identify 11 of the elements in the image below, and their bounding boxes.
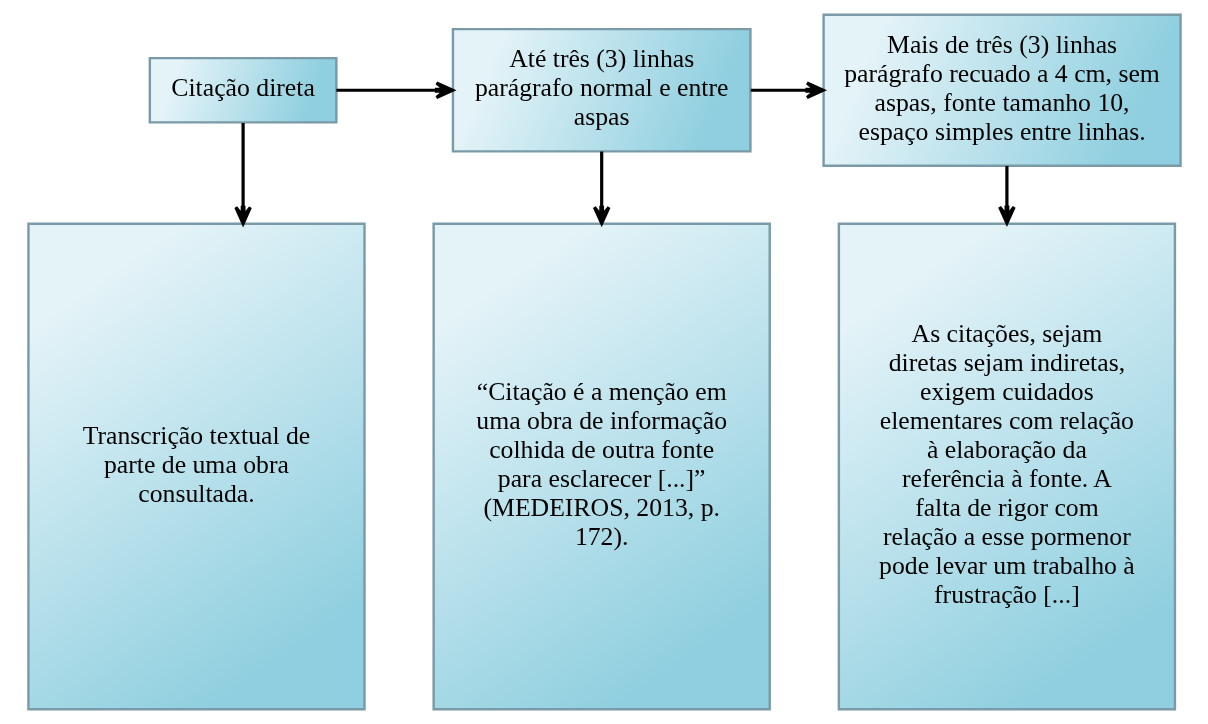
node-box: Mais de três (3) linhas parágrafo recuado a 4 cm, sem aspas, fonte tamanho 10, espaço simples entre linhas. — [821, 13, 1182, 168]
node-box: “Citação é a menção em uma obra de informação colhida de outra fonte para esclarecer [...]” (MEDEIROS, 2013, p. 172). — [431, 222, 771, 711]
node-box: Até três (3) linhas parágrafo normal e entre aspas — [451, 27, 752, 153]
arrow — [335, 81, 454, 100]
node-box: Citação direta — [148, 56, 338, 124]
node-box: Transcrição textual de parte de uma obra consultada. — [26, 222, 366, 711]
arrow — [592, 151, 611, 225]
arrow — [233, 123, 252, 226]
node-box: As citações, sejam diretas sejam indiretas, exigem cuidados elementares com relação à elaboração da referência à fonte. A falta de rigor com relação a esse pormenor pode levar um trabalho à frustração [...] — [837, 222, 1176, 711]
arrow — [997, 165, 1016, 225]
arrow — [750, 81, 825, 100]
